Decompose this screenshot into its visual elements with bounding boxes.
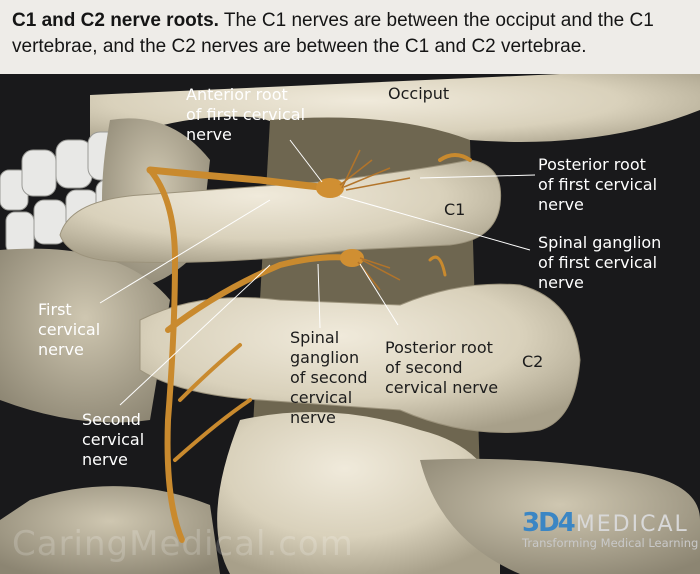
anatomy-svg (0, 74, 700, 574)
anatomy-illustration (0, 74, 700, 574)
label-posterior-root-first: Posterior root of first cervical nerve (538, 155, 658, 214)
logo-tagline: Transforming Medical Learning (522, 536, 699, 550)
label-occiput: Occiput (388, 84, 450, 103)
label-spinal-ganglion-second: Spinal ganglion of second cervical nerve (290, 328, 368, 427)
logo-mark: 3D4 (522, 508, 576, 538)
nerves (146, 153, 472, 543)
watermark: CaringMedical.com (12, 524, 354, 564)
label-anterior-root-first: Anterior root of first cervical nerve (186, 85, 306, 144)
caption-bar: C1 and C2 nerve roots. The C1 nerves are… (0, 0, 700, 74)
label-first-cervical-nerve: First cervical nerve (38, 300, 101, 359)
occiput (90, 74, 700, 150)
caption-title: C1 and C2 nerve roots. (12, 10, 219, 31)
spinal-ganglion-first (316, 178, 344, 198)
logo-brand: MEDICAL (575, 512, 689, 537)
label-spinal-ganglion-first: Spinal ganglion of first cervical nerve (538, 233, 662, 292)
c2-vertebra (139, 283, 581, 433)
label-posterior-root-second: Posterior root of second cervical nerve (385, 338, 499, 397)
c1-vertebra (59, 159, 502, 263)
label-c1: C1 (444, 200, 466, 219)
label-second-cervical-nerve: Second cervical nerve (82, 410, 145, 469)
caption-text: The C1 nerves are between the occiput an… (12, 10, 654, 57)
logo: 3D4MEDICAL Transforming Medical Learning (522, 508, 698, 550)
label-c2: C2 (522, 352, 544, 371)
